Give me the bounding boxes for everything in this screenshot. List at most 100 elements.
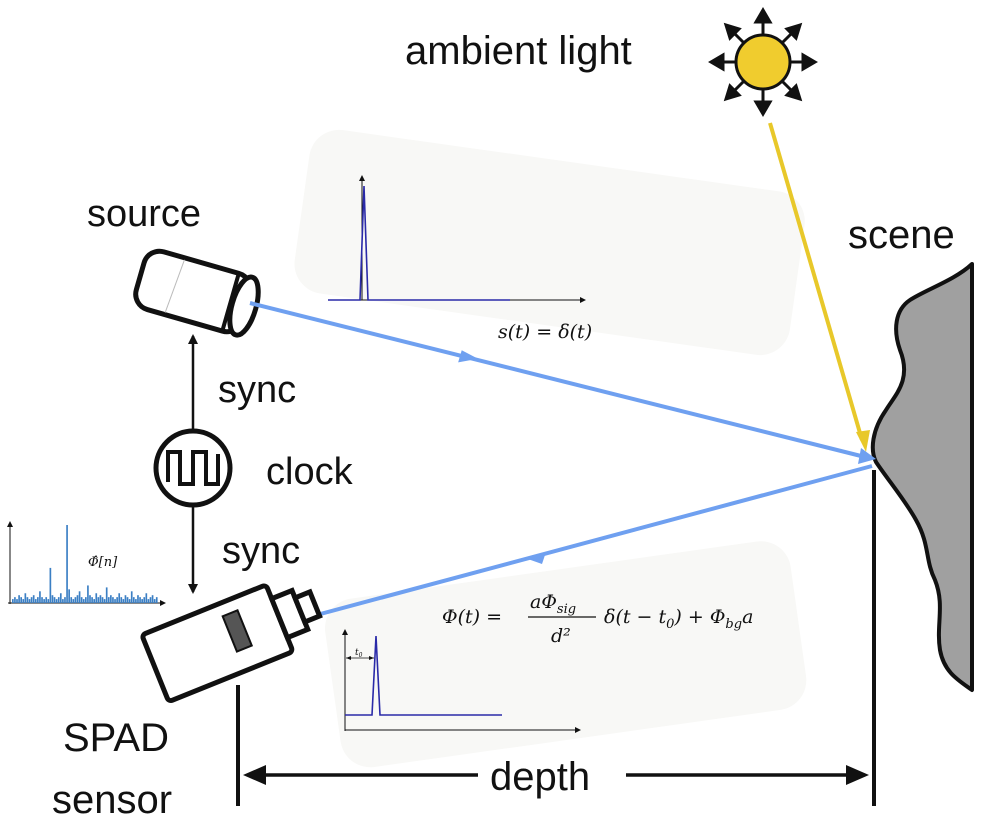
histogram-bar bbox=[87, 585, 89, 603]
histogram-bar bbox=[47, 599, 50, 603]
histogram-bars bbox=[12, 525, 158, 603]
histogram-bar bbox=[97, 597, 100, 603]
histogram-bar bbox=[30, 597, 33, 603]
sync-bottom-label: sync bbox=[222, 530, 300, 572]
histogram-bar bbox=[59, 593, 62, 603]
histogram-bar bbox=[41, 597, 43, 603]
histogram-bar bbox=[78, 591, 81, 603]
spad-sensor-icon bbox=[140, 583, 323, 704]
histogram-bar bbox=[91, 597, 93, 603]
outgoing-light-path bbox=[249, 301, 876, 464]
histogram-bar bbox=[22, 599, 25, 603]
histogram-bar bbox=[110, 595, 112, 603]
histogram-bar bbox=[37, 597, 39, 603]
histogram-bar bbox=[147, 599, 150, 603]
laser-source-icon bbox=[133, 248, 261, 338]
histogram-bar bbox=[12, 599, 14, 603]
histogram-bar bbox=[128, 599, 131, 603]
histogram-bar bbox=[107, 597, 110, 603]
histogram-bar bbox=[64, 597, 66, 603]
svg-text:Φ(t) =: Φ(t) = bbox=[442, 606, 502, 628]
svg-text:d²: d² bbox=[551, 625, 571, 647]
background-panel bbox=[324, 541, 807, 768]
scene-label: scene bbox=[848, 213, 955, 257]
histogram-bar bbox=[80, 597, 83, 603]
histogram-bar bbox=[124, 595, 127, 603]
histogram-bar bbox=[93, 599, 96, 603]
histogram-bar bbox=[82, 599, 85, 603]
histogram-bar bbox=[26, 597, 29, 603]
histogram-bar bbox=[16, 599, 18, 603]
histogram-bar bbox=[85, 597, 87, 603]
source-pulse-equation: s(t) = δ(t) bbox=[498, 321, 592, 343]
histogram-bar bbox=[116, 597, 118, 603]
sun-icon bbox=[708, 7, 818, 117]
source-pulse-plot bbox=[328, 175, 586, 303]
histogram-bar bbox=[53, 597, 56, 603]
histogram-label: Φ̂[n] bbox=[88, 555, 118, 570]
histogram-bar bbox=[151, 595, 154, 603]
histogram-bar bbox=[126, 597, 129, 603]
histogram-plot bbox=[7, 521, 166, 606]
histogram-bar bbox=[95, 593, 98, 603]
photon-flux-equation: Φ(t) = aΦsig d² δ(t − t0) + Φbga bbox=[442, 591, 753, 647]
histogram-bar bbox=[28, 599, 31, 603]
histogram-bar bbox=[57, 597, 60, 603]
histogram-bar bbox=[122, 599, 125, 603]
histogram-bar bbox=[118, 593, 121, 603]
histogram-bar bbox=[153, 599, 156, 603]
clock-icon bbox=[153, 428, 233, 508]
histogram-bar bbox=[49, 567, 52, 603]
histogram-bar bbox=[39, 591, 41, 603]
histogram-bar bbox=[149, 597, 152, 603]
histogram-bar bbox=[99, 595, 102, 603]
histogram-bar bbox=[155, 597, 158, 603]
histogram-bar bbox=[55, 599, 58, 603]
sync-top-label: sync bbox=[218, 369, 296, 411]
ambient-ray bbox=[768, 122, 870, 452]
histogram-bar bbox=[76, 595, 79, 603]
histogram-bar bbox=[89, 595, 91, 603]
histogram-bar bbox=[66, 525, 68, 603]
histogram-bar bbox=[132, 597, 135, 603]
histogram-bar bbox=[51, 595, 54, 603]
histogram-bar bbox=[20, 597, 23, 603]
histogram-bar bbox=[74, 597, 77, 603]
histogram-bar bbox=[120, 597, 123, 603]
histogram-bar bbox=[45, 597, 48, 603]
histogram-bar bbox=[101, 597, 104, 603]
clock-label: clock bbox=[266, 451, 354, 493]
histogram-bar bbox=[103, 599, 106, 603]
histogram-bar bbox=[145, 593, 148, 603]
histogram-bar bbox=[34, 599, 37, 603]
histogram-bar bbox=[68, 589, 70, 603]
histogram-bar bbox=[137, 595, 139, 603]
depth-label: depth bbox=[490, 755, 590, 799]
histogram-bar bbox=[24, 593, 27, 603]
histogram-bar bbox=[72, 599, 75, 603]
histogram-bar bbox=[43, 599, 45, 603]
histogram-bar bbox=[105, 587, 108, 603]
source-label: source bbox=[87, 193, 201, 235]
histogram-bar bbox=[141, 599, 143, 603]
histogram-bar bbox=[130, 591, 133, 603]
delay-label: t0 bbox=[355, 648, 363, 659]
histogram-bar bbox=[18, 595, 20, 603]
scene-surface bbox=[870, 262, 974, 692]
sensor-label: sensor bbox=[52, 778, 172, 822]
histogram-bar bbox=[62, 599, 64, 603]
histogram-bar bbox=[14, 597, 16, 603]
histogram-bar bbox=[112, 597, 114, 603]
histogram-bar bbox=[114, 599, 116, 603]
histogram-bar bbox=[143, 597, 146, 603]
histogram-bar bbox=[135, 599, 137, 603]
histogram-bar bbox=[139, 597, 141, 603]
received-signal-plot bbox=[342, 629, 581, 733]
background-panel bbox=[294, 129, 805, 356]
svg-text:aΦsig: aΦsig bbox=[530, 591, 576, 617]
histogram-bar bbox=[70, 597, 73, 603]
depth-measure bbox=[236, 470, 876, 806]
spad-label: SPAD bbox=[63, 716, 169, 760]
